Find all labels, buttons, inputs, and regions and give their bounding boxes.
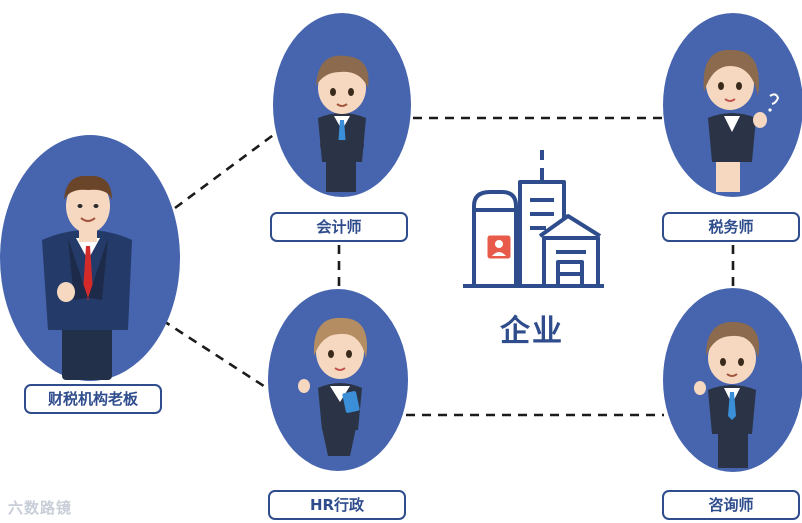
boss-label: 财税机构老板 [24, 384, 162, 414]
office-buildings-icon [463, 150, 604, 288]
accountant-label: 会计师 [270, 212, 408, 242]
tax-advisor-figure-icon [703, 49, 780, 192]
connector-boss-accountant [174, 131, 277, 210]
watermark: 六数路镜 [8, 499, 73, 517]
hr-label: HR行政 [268, 490, 406, 520]
hr-figure-icon [298, 317, 367, 456]
boss-figure-icon [42, 175, 132, 380]
consultant-figure-icon [694, 321, 760, 468]
hr-circle [268, 289, 408, 471]
enterprise-label: 企业 [500, 314, 564, 349]
accountant-figure-icon [316, 55, 369, 192]
consultant-label: 咨询师 [662, 490, 800, 520]
connector-lines [161, 116, 735, 417]
connector-boss-hr [161, 318, 271, 392]
tax-advisor-label: 税务师 [662, 212, 800, 242]
